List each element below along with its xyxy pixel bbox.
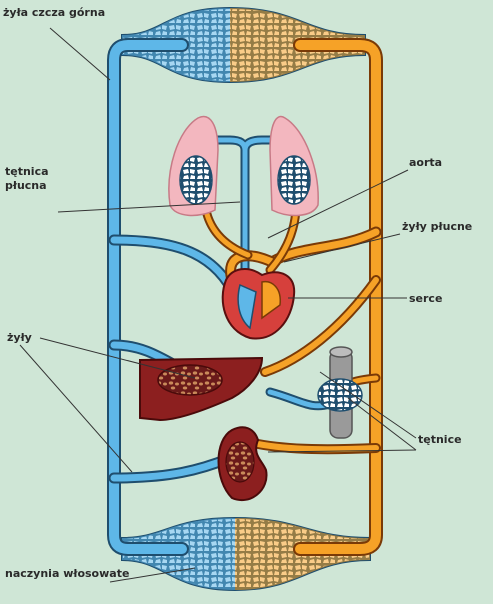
limb-capillary [318, 347, 362, 438]
liver [140, 358, 262, 420]
kidney [219, 427, 267, 500]
label-pulmonary-veins: żyły płucne [402, 220, 472, 234]
label-pulmonary-artery: tętnica płucna [5, 165, 49, 193]
label-pulmonary-artery-line2: płucna [5, 179, 49, 193]
heart [223, 269, 294, 338]
label-aorta: aorta [409, 156, 442, 170]
label-pulmonary-artery-line1: tętnica [5, 165, 49, 179]
label-capillaries: naczynia włosowate [5, 567, 129, 581]
label-veins: żyły [7, 331, 32, 345]
label-superior-vena-cava: żyła czcza górna [3, 6, 105, 20]
label-arteries: tętnice [418, 433, 462, 447]
label-heart: serce [409, 292, 442, 306]
